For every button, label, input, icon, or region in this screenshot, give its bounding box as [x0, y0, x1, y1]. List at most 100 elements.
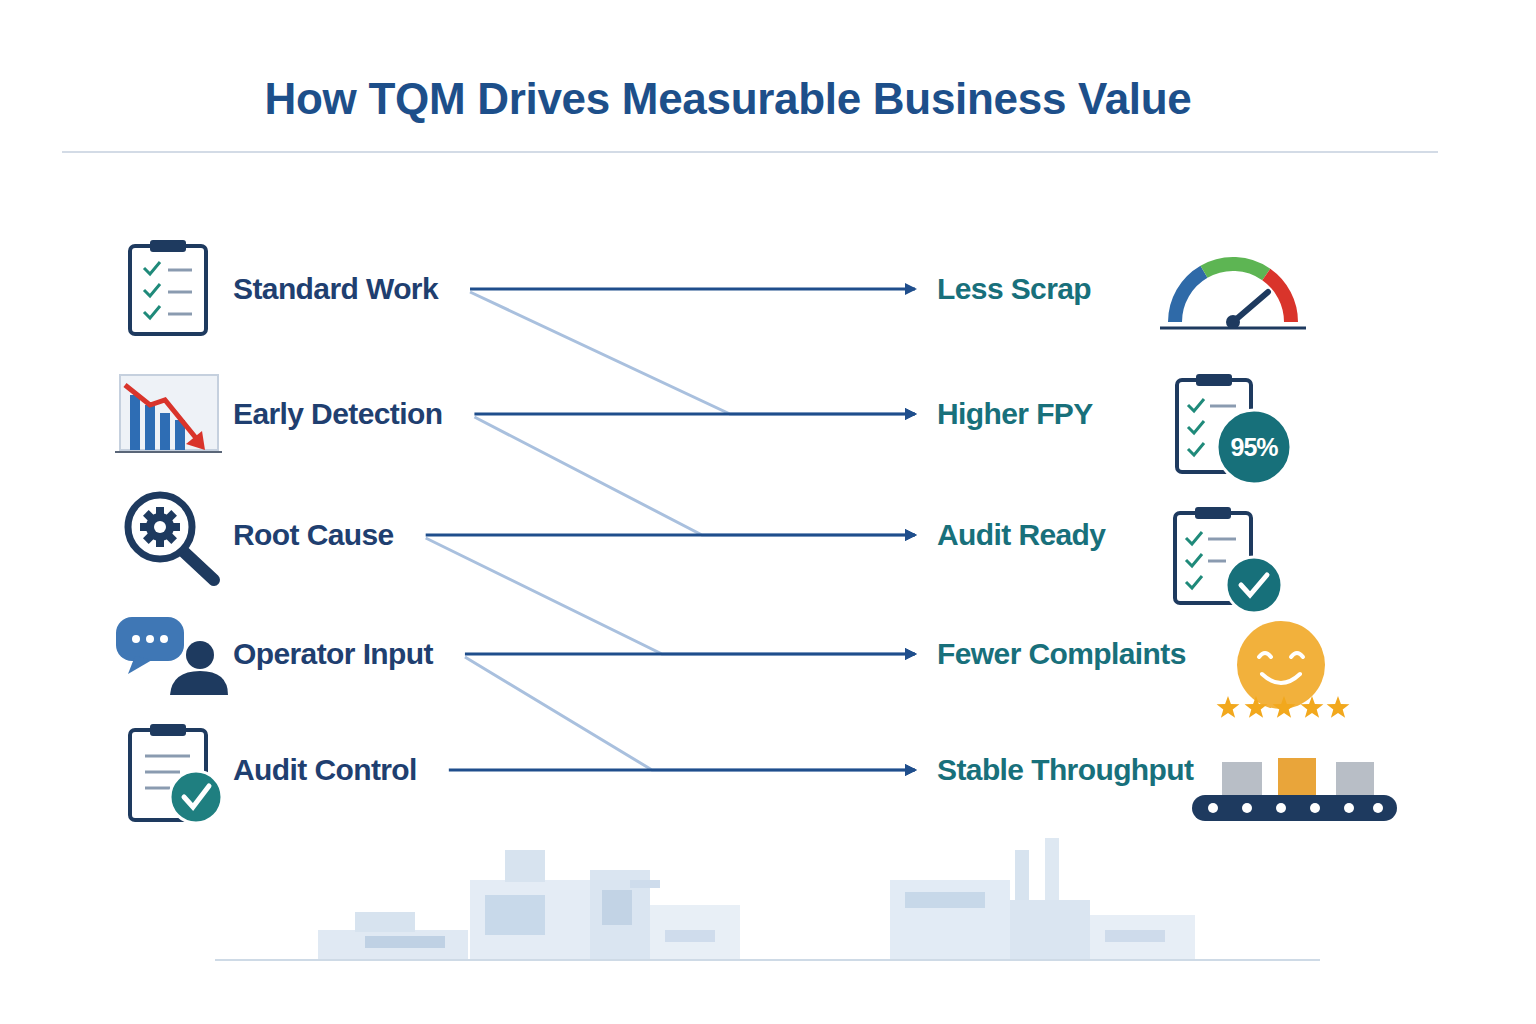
percent-badge-text: 95% — [1230, 433, 1277, 462]
primary-arrow — [470, 288, 915, 291]
factory-skyline-part — [485, 895, 545, 935]
conveyor-icon-part — [1208, 803, 1218, 813]
smiley-rating-icon-part — [1301, 696, 1324, 718]
checklist-icon-part — [144, 262, 160, 274]
outcome-label: Fewer Complaints — [937, 636, 1186, 672]
speech-person-icon-part — [132, 635, 140, 643]
outcome-label: Higher FPY — [937, 396, 1093, 432]
gauge-icon-part — [1204, 264, 1266, 274]
speech-person-icon — [116, 617, 228, 695]
factory-skyline-part — [365, 936, 445, 948]
audit-ready-icon-part — [1186, 576, 1202, 588]
factory-skyline-part — [1010, 900, 1090, 960]
smiley-rating-icon-part — [1217, 696, 1240, 718]
practice-node: Early Detection — [233, 396, 474, 432]
declining-chart-icon-part — [130, 395, 140, 450]
magnifier-gear-icon-part-part — [154, 521, 166, 533]
primary-arrow — [426, 534, 915, 537]
conveyor-icon-part — [1242, 803, 1252, 813]
audit-clipboard-icon-part — [150, 724, 186, 736]
magnifier-gear-icon — [128, 495, 214, 580]
magnifier-gear-icon-part — [184, 552, 214, 580]
smiley-rating-icon-part — [1291, 653, 1303, 657]
primary-arrow — [449, 769, 915, 772]
audit-clipboard-icon-part — [170, 771, 222, 823]
gauge-icon-part — [1226, 315, 1240, 329]
declining-chart-icon-part — [145, 405, 155, 450]
checklist-icon-part — [168, 313, 192, 316]
conveyor-icon-part — [1276, 803, 1286, 813]
conveyor-icon-part — [1336, 762, 1374, 795]
audit-ready-icon-part — [1241, 575, 1267, 595]
fpy-clipboard-icon-part — [1188, 399, 1204, 411]
factory-skyline-part — [505, 850, 545, 882]
factory-skyline-part — [905, 892, 985, 908]
smiley-rating-icon-part — [1259, 653, 1271, 657]
checklist-icon-part — [144, 284, 160, 296]
audit-clipboard-icon-part — [145, 755, 190, 758]
factory-skyline-part — [630, 880, 660, 888]
speech-person-icon-part — [186, 641, 214, 669]
magnifier-gear-icon-part — [128, 495, 192, 559]
factory-skyline-part — [665, 930, 715, 942]
conveyor-icon-part — [1192, 795, 1397, 821]
fpy-clipboard-icon — [1177, 374, 1291, 484]
fpy-clipboard-icon-part — [1196, 374, 1232, 386]
speech-person-icon-part — [160, 635, 168, 643]
factory-skyline-part — [470, 880, 590, 960]
declining-chart-icon-part — [186, 431, 205, 450]
magnifier-gear-icon-part — [140, 507, 180, 547]
declining-chart-icon-part — [160, 413, 170, 450]
factory-skyline-part — [650, 905, 740, 960]
practice-label: Root Cause — [233, 517, 394, 553]
gauge-icon-part — [1266, 275, 1291, 323]
smiley-rating-icon — [1217, 621, 1350, 718]
outcome-label: Stable Throughput — [937, 752, 1193, 788]
magnifier-gear-icon-part-part — [143, 510, 177, 544]
gauge-icon — [1160, 264, 1306, 329]
secondary-connector — [426, 538, 915, 654]
conveyor-icon-part — [1222, 762, 1262, 795]
audit-clipboard-icon — [130, 724, 222, 823]
diagram-title: How TQM Drives Measurable Business Value — [0, 74, 1456, 124]
practice-node: Root Cause — [233, 517, 426, 553]
smiley-rating-icon-part — [1237, 621, 1325, 709]
practice-label: Standard Work — [233, 271, 438, 307]
checklist-icon — [130, 240, 206, 334]
audit-ready-icon-part — [1186, 554, 1202, 566]
outcome-node: Fewer Complaints — [915, 636, 1186, 672]
fpy-clipboard-icon-part — [1217, 410, 1291, 484]
outcome-node: Audit Ready — [915, 517, 1105, 553]
checklist-icon-part — [168, 291, 192, 294]
practice-label: Audit Control — [233, 752, 417, 788]
audit-ready-icon-part — [1195, 507, 1231, 519]
audit-ready-icon-part — [1208, 538, 1236, 541]
practice-label: Operator Input — [233, 636, 433, 672]
factory-skyline-part — [890, 880, 1010, 960]
audit-clipboard-icon-part — [145, 771, 180, 774]
practice-node: Operator Input — [233, 636, 465, 672]
gauge-icon-part — [1175, 272, 1204, 322]
factory-skyline-part — [1090, 915, 1195, 960]
conveyor-icon-part — [1373, 803, 1383, 813]
audit-clipboard-icon-part — [145, 787, 170, 790]
audit-clipboard-icon-part — [184, 786, 209, 807]
secondary-connector — [474, 417, 915, 535]
outcome-node: Higher FPY — [915, 396, 1093, 432]
audit-ready-icon-part — [1208, 560, 1226, 563]
factory-skyline-part — [602, 890, 632, 925]
smiley-rating-icon-part — [1262, 674, 1300, 683]
speech-person-icon-part — [146, 635, 154, 643]
conveyor-icon-part — [1278, 758, 1316, 795]
factory-skyline-part — [355, 912, 415, 932]
magnifier-gear-icon-part-part — [146, 513, 174, 541]
primary-arrow — [474, 413, 915, 416]
speech-person-icon-part — [128, 656, 152, 674]
practice-node: Standard Work — [233, 271, 470, 307]
factory-skyline-part — [1105, 930, 1165, 942]
outcome-label: Audit Ready — [937, 517, 1105, 553]
fpy-clipboard-icon-part — [1188, 421, 1204, 433]
declining-chart-icon — [115, 375, 222, 452]
